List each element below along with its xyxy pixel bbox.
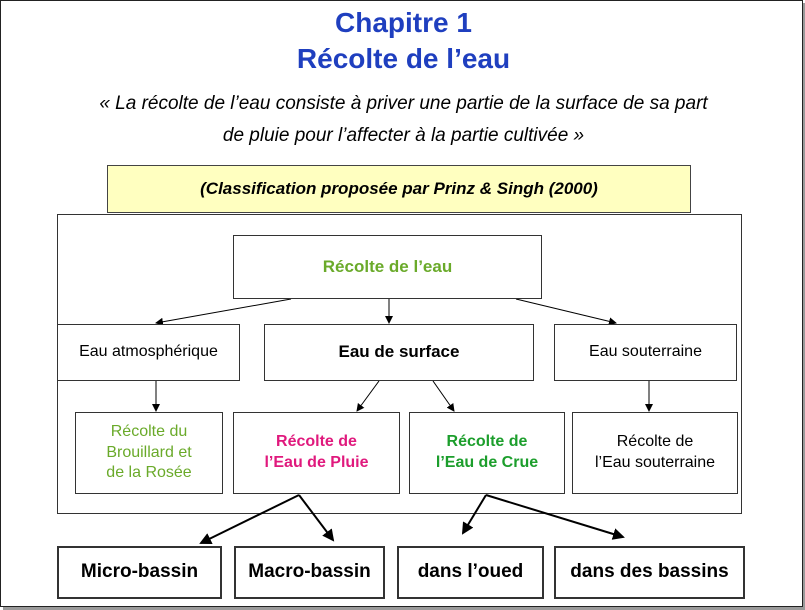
node-oued-label: dans l’oued	[417, 561, 524, 583]
arrow-root-underground	[515, 298, 617, 326]
node-fog-line1: Récolte du	[110, 422, 188, 440]
chapter-subtitle: Récolte de l’eau	[296, 43, 511, 74]
arrow-flood-oued	[461, 494, 487, 535]
node-groundwater-line1: Récolte de	[616, 433, 694, 451]
node-atmospheric-label: Eau atmosphérique	[79, 343, 218, 361]
node-fog-line3: de la Rosée	[106, 464, 192, 482]
node-macro-label: Macro-bassin	[248, 561, 371, 583]
node-fog-line2: Brouillard et	[106, 443, 192, 461]
arrow-rain-micro	[199, 494, 300, 544]
node-rain-line1: Récolte de	[276, 433, 357, 451]
definition-quote-line2: de pluie pour l’affecter à la partie cul…	[222, 125, 585, 146]
node-flood-line2: l’Eau de Crue	[435, 454, 539, 471]
node-groundwater-line2: l’Eau souterraine	[594, 454, 716, 471]
arrow-surface-rain	[356, 380, 380, 412]
node-surface-label: Eau de surface	[338, 342, 460, 362]
node-rainwater-harvest: Récolte de l’Eau de Pluie	[233, 412, 400, 494]
node-underground-label: Eau souterraine	[589, 343, 702, 361]
node-root-label: Récolte de l’eau	[322, 256, 453, 276]
node-atmospheric-water: Eau atmosphérique	[57, 324, 240, 381]
arrow-root-atmospheric	[155, 298, 292, 326]
definition-quote-line1: « La récolte de l’eau consiste à priver …	[99, 93, 708, 114]
node-flood-line1: Récolte de	[446, 433, 528, 451]
arrow-flood-basins	[485, 494, 625, 540]
arrow-rain-macro	[298, 494, 335, 542]
node-surface-water: Eau de surface	[264, 324, 534, 381]
node-fog-dew-harvest: Récolte du Brouillard et de la Rosée	[75, 412, 223, 494]
chapter-title: Chapitre 1	[335, 7, 472, 38]
node-micro-basin: Micro-bassin	[57, 546, 222, 599]
node-rain-line2: l’Eau de Pluie	[264, 454, 369, 471]
node-underground-water: Eau souterraine	[554, 324, 737, 381]
node-basins-label: dans des bassins	[570, 561, 729, 583]
node-groundwater-harvest: Récolte de l’Eau souterraine	[572, 412, 738, 494]
node-floodwater-harvest: Récolte de l’Eau de Crue	[409, 412, 565, 494]
node-in-basins: dans des bassins	[554, 546, 745, 599]
node-micro-label: Micro-bassin	[80, 561, 199, 583]
node-in-oued: dans l’oued	[397, 546, 544, 599]
node-root: Récolte de l’eau	[233, 235, 542, 299]
classification-banner: (Classification proposée par Prinz & Sin…	[107, 165, 691, 213]
node-macro-basin: Macro-bassin	[234, 546, 385, 599]
arrow-surface-flood	[432, 380, 455, 412]
